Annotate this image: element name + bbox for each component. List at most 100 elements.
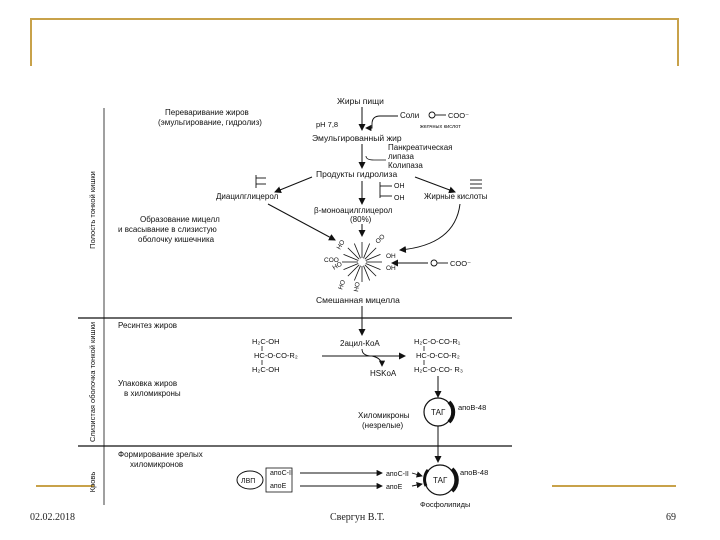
micelle-spoke: [365, 253, 381, 261]
micelle-spoke: [363, 243, 371, 259]
bile-salt-molecule-2: [430, 259, 448, 267]
footer-rule-left: [36, 485, 94, 487]
bile-acids-label: желчных кислот: [420, 124, 461, 130]
monoacylglycerol-molecule: [379, 182, 392, 198]
micelle-spoke: [353, 265, 361, 281]
micelle-label-5: COO: [324, 257, 339, 264]
arrow-fatty-to-micelle: [399, 203, 461, 253]
micelle-label-8: OO: [374, 233, 386, 245]
enzyme-label-1: Панкреатическая: [388, 143, 453, 152]
stage-mature-1: Формирование зрелых: [118, 450, 203, 459]
footer-date: 02.02.2018: [30, 512, 75, 523]
micelle-spoke: [363, 265, 371, 281]
micelle-spoke: [343, 253, 359, 261]
arrow-enzymes: [365, 155, 386, 161]
glycerol-left-1: H₂C-OH: [252, 337, 280, 346]
micelle-label-1: HO: [336, 239, 347, 251]
bile-salts-label: Соли: [400, 111, 419, 120]
mixed-micelle-label: Смешанная мицелла: [316, 295, 400, 305]
micelle-label-4: HO: [353, 282, 362, 293]
enzyme-label-2: липаза: [388, 152, 414, 161]
monoacyl-oh-2: OH: [394, 195, 405, 202]
stage-micelle-3: оболочку кишечника: [138, 235, 215, 244]
hydrolysis-products-label: Продукты гидролиза: [316, 169, 397, 179]
glycerol-left-3: H₂C-OH: [252, 365, 280, 374]
fatty-acids-label: Жирные кислоты: [424, 192, 488, 201]
tag-right-2: HC-O-CO-R₂: [416, 351, 460, 360]
micelle-label-2: HO: [332, 261, 344, 272]
food-fats-label: Жиры пищи: [337, 96, 384, 106]
glycerol-left-2: HC-O-CO-R₂: [254, 351, 298, 360]
micelle-label-3: HO: [337, 279, 347, 291]
bile-salt-coo: COO⁻: [448, 111, 469, 120]
micelle-spoke: [347, 247, 360, 260]
stage-digestion-1: Переваривание жиров: [165, 108, 249, 117]
mixed-micelle: [342, 242, 382, 282]
frame-left-rule: [30, 18, 32, 66]
micelle-spoke: [364, 247, 377, 260]
mature-apob48-band: [450, 467, 459, 493]
enzyme-label-3: Колипаза: [388, 161, 423, 170]
arrow-to-diacylglycerol: [274, 176, 313, 193]
arrow-to-fatty-acids: [414, 176, 456, 194]
phospholipids-label: Фосфолипиды: [420, 500, 470, 509]
arrow-bile-salts: [365, 115, 398, 132]
hskoa-label: HSKoA: [370, 369, 397, 378]
tag-right-1: H₂C-O-CO-R₁: [414, 337, 461, 346]
immature-apob48-label: апоВ-48: [458, 403, 486, 412]
arrow-diacyl-to-micelle: [267, 203, 336, 241]
sidebar-label-blood: Кровь: [88, 472, 97, 493]
monoacyl-oh-1: OH: [394, 183, 405, 190]
diacylglycerol-label: Диацилглицерол: [216, 192, 279, 201]
apoc2-right-label: апоС-II: [386, 471, 409, 478]
footer-rule-right: [552, 485, 676, 487]
bile-salt-coo-2: COO⁻: [450, 259, 471, 268]
frame-top-rule: [30, 18, 678, 20]
apoe-right-label: апоЕ: [386, 484, 403, 491]
monoacylglycerol-label: β-моноацилглицерол: [314, 206, 393, 215]
stage-digestion-2: (эмульгирование, гидролиз): [158, 118, 262, 127]
apo-box: [265, 467, 293, 493]
sidebar-label-mucosa: Слизистая оболочка тонкой кишки: [88, 322, 97, 442]
hdl-label: ЛВП: [241, 478, 255, 485]
mature-apob48-label: апоВ-48: [460, 468, 488, 477]
footer-page-number: 69: [666, 512, 676, 523]
apoe-left-label: апоЕ: [270, 483, 287, 490]
hdl-particle: [236, 470, 264, 490]
arrow-apoc2-to-chylo: [411, 471, 423, 478]
chylomicron-label-1: Хиломикроны: [358, 411, 410, 420]
mature-tag-label: ТАГ: [433, 476, 448, 485]
diacylglycerol-molecule: [255, 175, 266, 188]
frame-right-rule: [677, 18, 679, 66]
stage-micelle-1: Образование мицелл: [140, 215, 220, 224]
stage-packing-1: Упаковка жиров: [118, 379, 177, 388]
tag-right-3: H₂C-O-CO- R₃: [414, 365, 463, 374]
ph-label: pH 7,8: [316, 120, 338, 129]
stage-packing-2: в хиломикроны: [124, 389, 181, 398]
micelle-spoke: [365, 263, 381, 271]
micelle-label-7: OH: [386, 265, 396, 272]
micelle-spoke: [364, 264, 377, 277]
emulsified-fat-label: Эмульгированный жир: [312, 133, 402, 143]
stage-micelle-2: и всасывание в слизистую: [118, 225, 217, 234]
mature-apoc2-band: [423, 469, 430, 487]
immature-apob48-band: [447, 400, 456, 424]
acyl-coa-label: 2ацил-КоА: [340, 339, 380, 348]
bile-salt-molecule: [428, 111, 446, 119]
arrow-hskoa-out: [371, 355, 386, 367]
stage-mature-2: хиломикронов: [130, 460, 183, 469]
stage-resynthesis: Ресинтез жиров: [118, 321, 177, 330]
apoc2-left-label: апоС-II: [270, 470, 293, 477]
micelle-spoke: [343, 263, 359, 271]
sidebar-label-cavity: Полость тонкой кишки: [88, 171, 97, 249]
arrow-apoe-to-chylo: [411, 481, 423, 489]
arrow-acyl-coa-in: [361, 348, 373, 357]
micelle-spoke: [347, 264, 360, 277]
fatty-acid-molecule: [470, 179, 482, 189]
chylomicron-label-2: (незрелые): [362, 421, 404, 430]
monoacylglycerol-percent: (80%): [350, 215, 372, 224]
micelle-label-6: OH: [386, 253, 396, 260]
micelle-spoke: [353, 243, 361, 259]
footer-author: Свергун В.Т.: [330, 512, 385, 523]
